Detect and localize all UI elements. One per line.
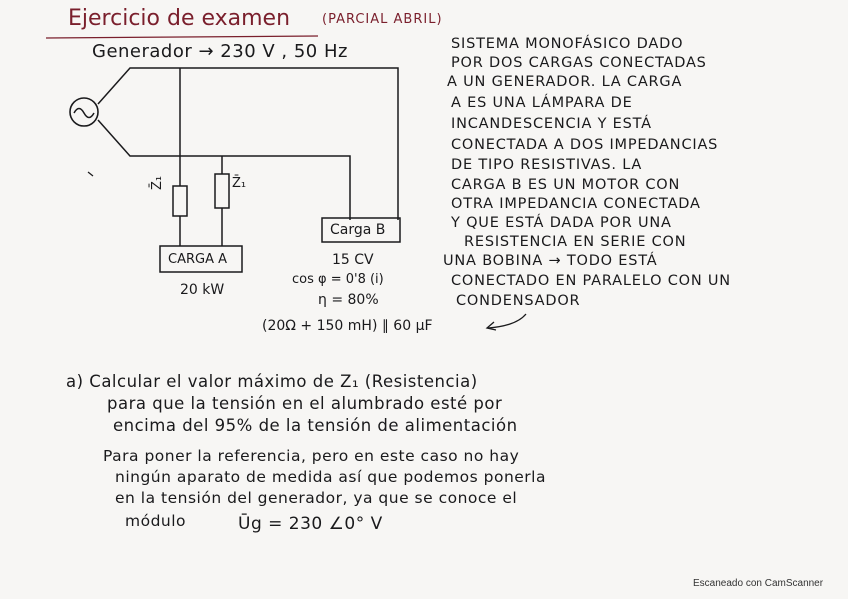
statement-line: Y QUE ESTÁ DADA POR UNA (451, 215, 672, 231)
statement-line: A ES UNA LÁMPARA DE (451, 95, 633, 111)
load-b-power: 15 CV (332, 252, 374, 268)
statement-line: CONECTADA A DOS IMPEDANCIAS (451, 137, 719, 153)
impedance-note: (20Ω + 150 mH) ∥ 60 μF (262, 318, 433, 334)
z1-left-label: Z̄₁ (150, 175, 165, 190)
ac-source-icon (69, 97, 99, 127)
page-title-note: (PARCIAL ABRIL) (322, 12, 443, 27)
statement-line: POR DOS CARGAS CONECTADAS (451, 55, 707, 71)
load-a-box (159, 245, 243, 273)
statement-line: DE TIPO RESISTIVAS. LA (451, 157, 643, 173)
question-line: encima del 95% de la tensión de alimenta… (113, 416, 518, 435)
z1-left-resistor (172, 185, 188, 217)
generator-voltage-formula: Ūg = 230 ∠0° V (238, 514, 383, 534)
top-wire (97, 67, 399, 220)
statement-line: INCANDESCENCIA Y ESTÁ (451, 116, 652, 132)
statement-line: OTRA IMPEDANCIA CONECTADA (451, 196, 701, 212)
camscanner-watermark: Escaneado con CamScanner (693, 578, 824, 589)
load-b-power-factor: cos φ = 0'8 (i) (292, 272, 384, 287)
load-b-efficiency: η = 80% (318, 292, 379, 308)
statement-line: CONDENSADOR (456, 293, 581, 309)
load-b-label: Carga B (330, 222, 386, 238)
statement-line: RESISTENCIA EN SERIE CON (464, 234, 687, 250)
sine-wave-icon (73, 107, 95, 119)
page-title: Ejercicio de examen (68, 6, 291, 31)
z1-right-resistor (214, 173, 230, 209)
answer-line: en la tensión del generador, ya que se c… (115, 489, 518, 507)
bottom-wire (97, 119, 351, 220)
statement-line: UNA BOBINA → TODO ESTÁ (443, 253, 658, 269)
z1-right-label: Z̄₁ (232, 176, 247, 191)
generator-label: Generador → 230 V , 50 Hz (92, 41, 348, 62)
load-a-label: CARGA A (168, 252, 227, 267)
load-a-power: 20 kW (180, 282, 225, 298)
statement-line: CONECTADO EN PARALELO CON UN (451, 273, 731, 289)
question-line: para que la tensión en el alumbrado esté… (107, 394, 503, 413)
answer-line: ningún aparato de medida así que podemos… (115, 468, 546, 486)
answer-line: Para poner la referencia, pero en este c… (103, 447, 520, 465)
title-underline (45, 35, 319, 39)
question-line: a) Calcular el valor máximo de Z₁ (Resis… (66, 372, 478, 391)
statement-line: A UN GENERADOR. LA CARGA (447, 74, 683, 90)
answer-line: módulo (125, 512, 187, 530)
load-b-box (321, 217, 401, 243)
statement-line: CARGA B ES UN MOTOR CON (451, 177, 681, 193)
statement-line: SISTEMA MONOFÁSICO DADO (451, 36, 684, 52)
arrow-icon (485, 321, 497, 331)
